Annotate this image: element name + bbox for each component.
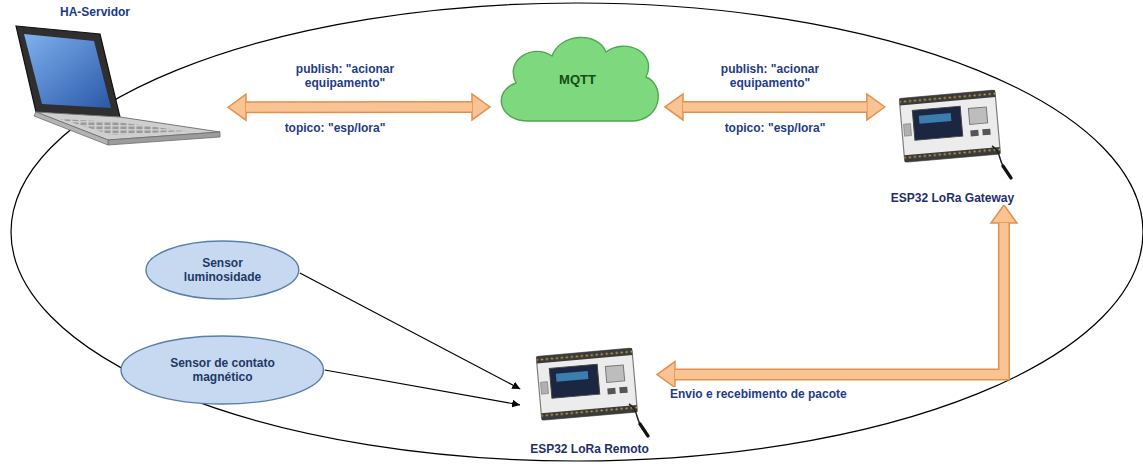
node-label: ESP32 LoRa Gateway (889, 191, 1016, 205)
sensor-ellipse: Sensor de contato magnético (120, 335, 324, 405)
cloud-shape (501, 37, 658, 121)
remote-board (536, 348, 648, 436)
edge-label: publish: "acionar equipamento" (705, 62, 835, 90)
node-label: HA-Servidor (58, 5, 132, 19)
arrow-head (991, 205, 1017, 223)
arrow-head (228, 94, 246, 120)
server-node: HA-Servidor (8, 5, 228, 147)
edge-label: publish: "acionar equipamento" (280, 62, 410, 90)
sensor-ellipse: Sensor luminosidade (145, 240, 300, 300)
laptop-illustration (16, 26, 220, 145)
arrow-fill (675, 223, 1004, 375)
topic-label: topico: "esp/lora" (710, 121, 840, 135)
gateway-board (899, 90, 1011, 178)
broker-cloud: MQTT (490, 25, 665, 135)
ellipse-shape (146, 241, 299, 299)
signal-arrow (325, 370, 520, 405)
arrow-border (675, 223, 1004, 375)
block-arrow (657, 205, 1017, 388)
arrow-head (867, 94, 885, 120)
node-label: MQTT (559, 73, 596, 87)
arrow-border (683, 101, 867, 113)
node-label: Sensor luminosidade (175, 256, 270, 284)
arrow-fill (246, 102, 472, 111)
remote-node: ESP32 LoRa Remoto (522, 338, 657, 456)
arrow-head (472, 94, 490, 120)
arrow-head (657, 362, 675, 388)
gateway-node: ESP32 LoRa Gateway (885, 80, 1020, 205)
block-arrow (228, 94, 490, 120)
topic-label: topico: "esp/lora" (270, 121, 400, 135)
node-label: Sensor de contato magnético (157, 356, 287, 384)
arrow-border (246, 101, 472, 113)
signal-line (325, 370, 520, 405)
block-arrow (665, 94, 885, 120)
system-boundary (11, 3, 1143, 461)
ellipse-shape (121, 336, 323, 404)
node-label: ESP32 LoRa Remoto (528, 442, 651, 456)
arrow-fill (683, 102, 867, 111)
edge-label: Envio e recebimento de pacote (668, 387, 858, 401)
arrow-head (665, 94, 683, 120)
